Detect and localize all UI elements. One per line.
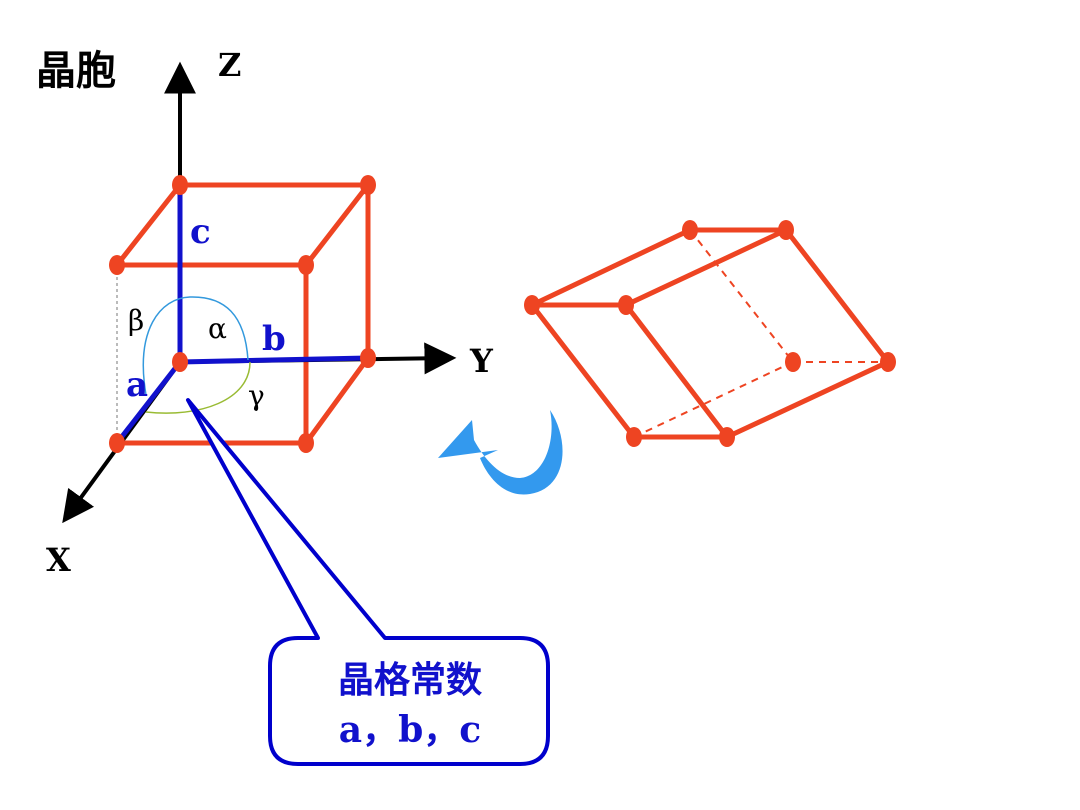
vector-b bbox=[179, 355, 369, 365]
vector-a bbox=[115, 360, 182, 445]
callout-line-1: 晶格常数 bbox=[338, 659, 482, 701]
y-axis-label: Y bbox=[469, 342, 494, 380]
arc-gamma bbox=[145, 361, 251, 414]
lattice-point bbox=[298, 433, 314, 453]
skewed-cell bbox=[530, 227, 890, 440]
cube-vertices bbox=[109, 175, 376, 453]
cell-edge bbox=[784, 228, 890, 364]
lattice-point bbox=[360, 348, 376, 368]
callout-line-2: a，b，c bbox=[339, 709, 481, 751]
curved-arrow-icon bbox=[438, 410, 563, 495]
cube-edge bbox=[304, 183, 370, 267]
lattice-point bbox=[682, 220, 698, 240]
cell-edge bbox=[624, 303, 729, 439]
lattice-point bbox=[778, 220, 794, 240]
cell-edge-dashed bbox=[633, 361, 794, 438]
arc-alpha bbox=[142, 296, 249, 396]
edge-label-a: a bbox=[126, 365, 148, 405]
lattice-point bbox=[618, 295, 634, 315]
callout-bubble bbox=[186, 398, 550, 766]
lattice-point bbox=[172, 175, 188, 195]
cell-edge-dashed bbox=[689, 229, 794, 363]
lattice-point bbox=[785, 352, 801, 372]
lattice-point bbox=[719, 427, 735, 447]
z-axis-label: Z bbox=[218, 46, 241, 84]
lattice-point bbox=[172, 352, 188, 372]
cube-cell bbox=[115, 182, 371, 446]
cell-edge bbox=[530, 303, 636, 439]
angle-label-beta: β bbox=[128, 304, 144, 337]
lattice-point bbox=[109, 433, 125, 453]
lattice-point bbox=[524, 295, 540, 315]
angle-label-gamma: γ bbox=[248, 379, 265, 412]
lattice-point bbox=[109, 255, 125, 275]
cell-edge bbox=[530, 227, 692, 308]
edge-vectors bbox=[115, 185, 369, 445]
cube-edge bbox=[115, 183, 182, 267]
lattice-point bbox=[298, 255, 314, 275]
diagram-title: 晶胞 bbox=[36, 48, 116, 94]
cell-edge bbox=[725, 359, 890, 440]
x-axis-label: X bbox=[46, 541, 71, 579]
cell-edge bbox=[624, 227, 788, 308]
lattice-point bbox=[360, 175, 376, 195]
lattice-point bbox=[626, 427, 642, 447]
edge-label-c: c bbox=[190, 212, 211, 252]
edge-label-b: b bbox=[262, 319, 286, 359]
angle-label-alpha: α bbox=[208, 312, 227, 345]
coordinate-axes bbox=[62, 61, 457, 524]
skewed-cell-hidden-edges bbox=[633, 229, 888, 438]
skewed-cell-vertices bbox=[524, 220, 896, 447]
lattice-point bbox=[880, 352, 896, 372]
cube-edge bbox=[303, 356, 371, 445]
